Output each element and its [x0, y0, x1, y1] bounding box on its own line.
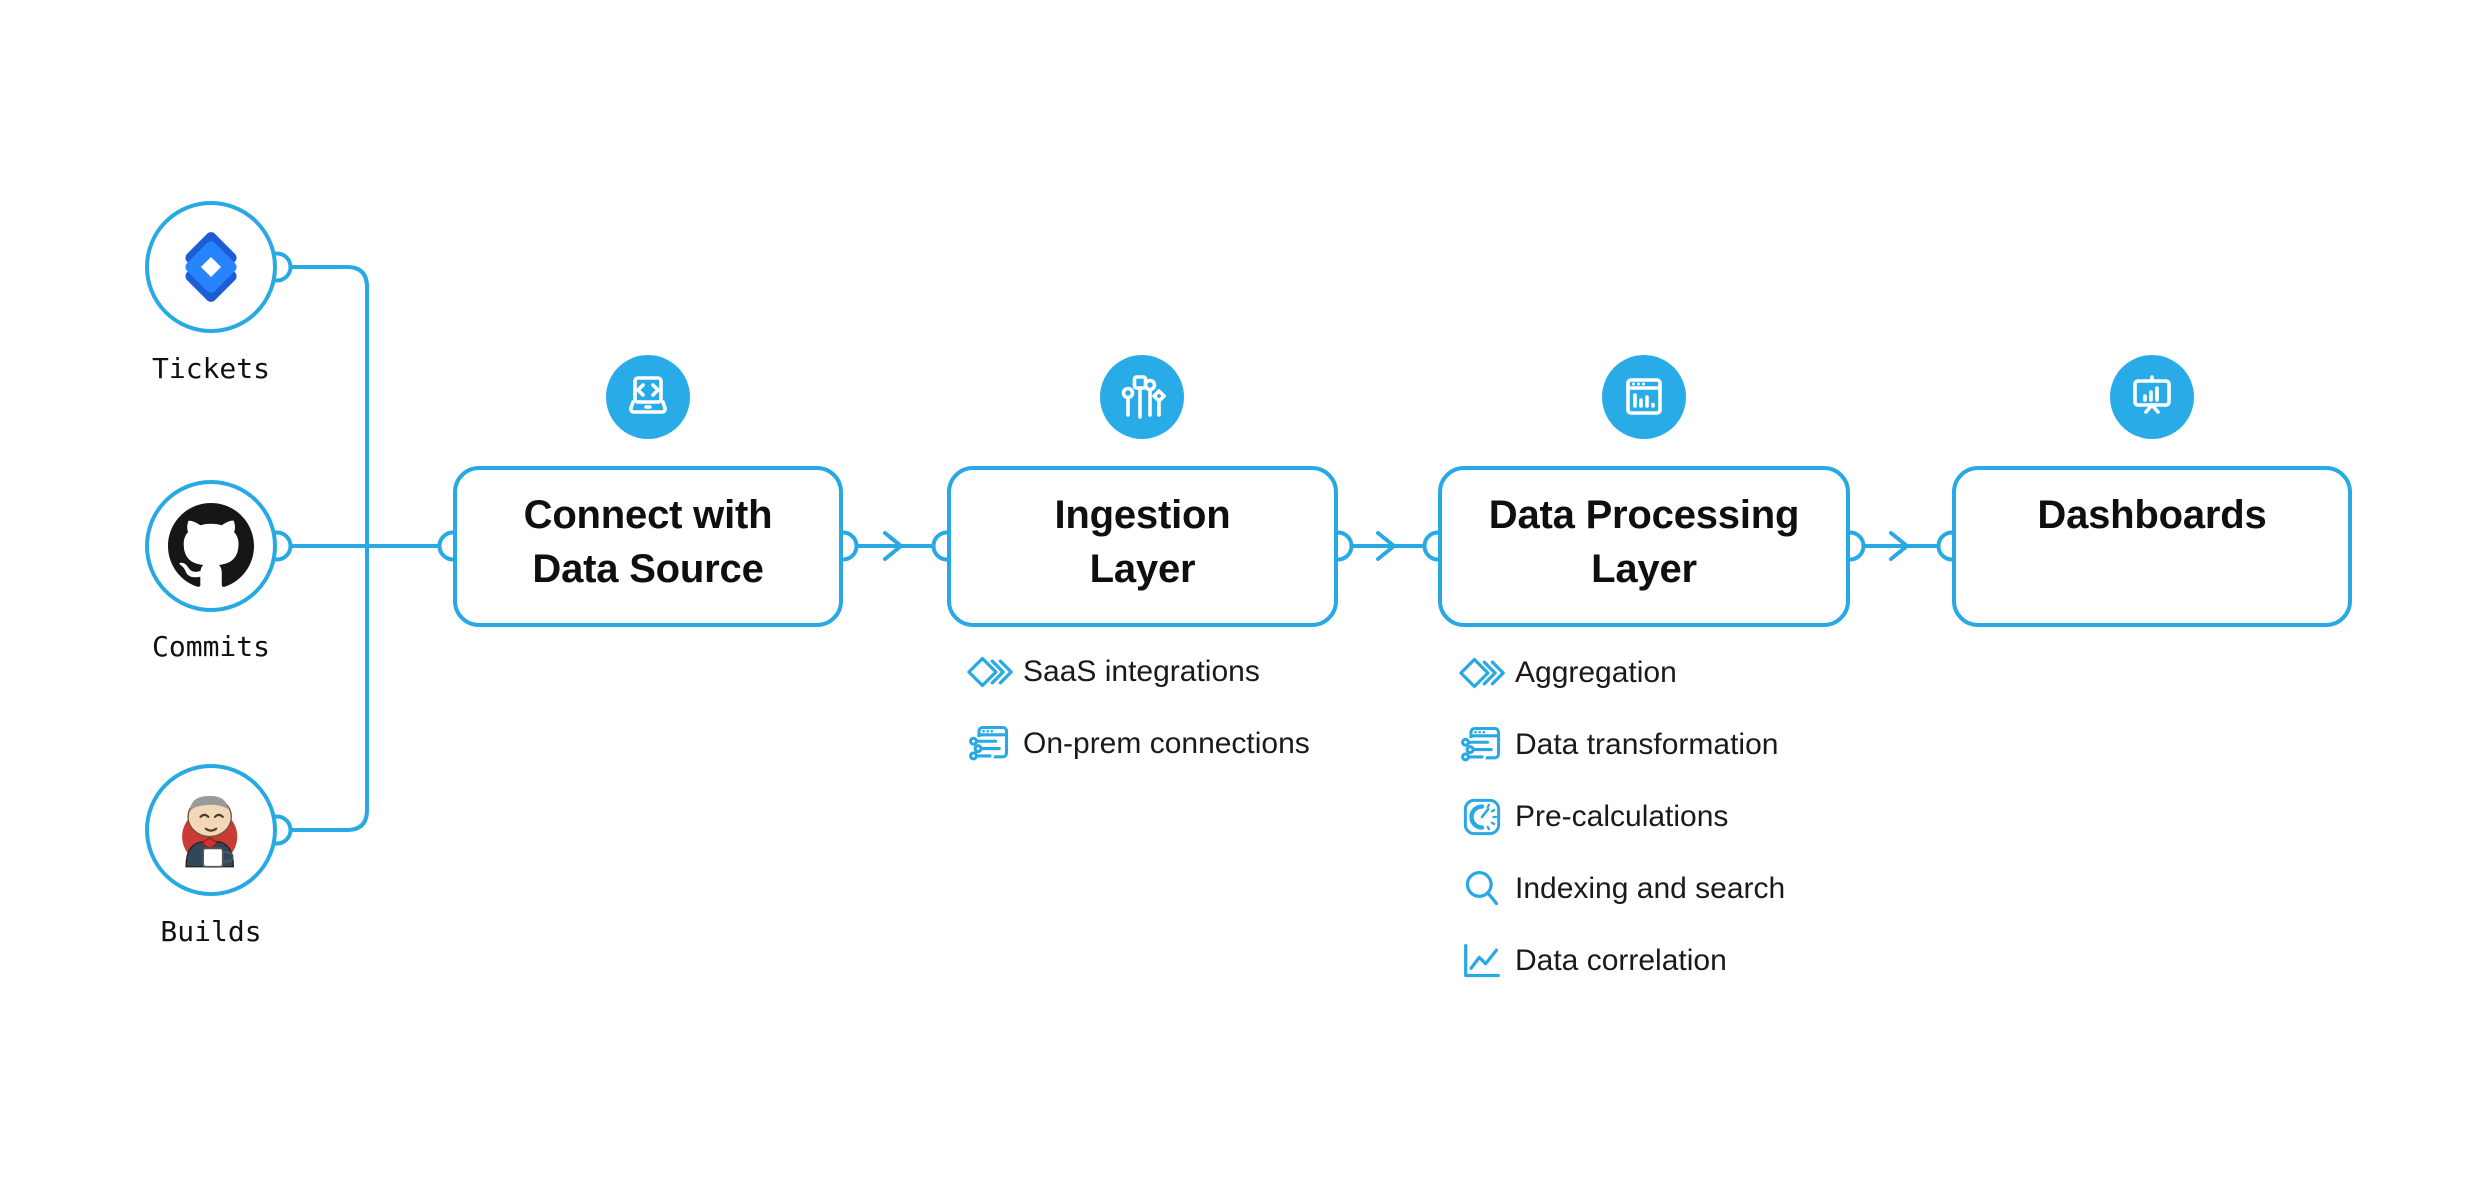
stage-box-ingestion: Ingestion Layer [947, 466, 1338, 627]
stage-title: Ingestion Layer [951, 488, 1334, 596]
presentation-chart-icon [2110, 355, 2194, 439]
stage-box-processing: Data Processing Layer [1438, 466, 1850, 627]
source-label-builds: Builds [160, 915, 262, 948]
feature-item: Data correlation [1458, 925, 1785, 997]
stage-box-connect: Connect with Data Source [453, 466, 843, 627]
source-label-tickets: Tickets [151, 352, 271, 385]
feature-label: Data transformation [1515, 728, 1779, 761]
stage-title-line: Layer [1089, 547, 1196, 591]
source-node-commits [145, 480, 277, 612]
ingestion-circuit-icon [1100, 355, 1184, 439]
feature-item: Pre-calculations [1458, 781, 1785, 853]
source-node-builds [145, 764, 277, 896]
window-connections-icon [966, 722, 1014, 766]
feature-label: SaaS integrations [1023, 655, 1260, 688]
stage-title-line: Ingestion [1054, 493, 1231, 537]
feature-item: Aggregation [1458, 637, 1785, 709]
stage-title: Data Processing Layer [1442, 488, 1846, 596]
window-sliders-icon [1458, 723, 1506, 767]
gauge-icon [1458, 796, 1506, 838]
source-label-commits: Commits [151, 630, 271, 663]
stacked-diamonds-icon [1458, 655, 1506, 691]
jira-logo [176, 232, 246, 302]
trunk-connector [289, 265, 369, 832]
feature-label: Aggregation [1515, 656, 1677, 689]
laptop-code-icon [606, 355, 690, 439]
arrowhead-3 [1889, 531, 1909, 561]
feature-item: Indexing and search [1458, 853, 1785, 925]
ingestion-feature-list: SaaS integrations On-prem connections [966, 636, 1310, 780]
stage-title-line: Data Processing [1488, 493, 1800, 537]
feature-item: On-prem connections [966, 708, 1310, 780]
line-chart-icon [1458, 942, 1506, 980]
processing-feature-list: Aggregation Data transformation [1458, 637, 1785, 997]
stage-title-line: Dashboards [2037, 493, 2267, 537]
feature-item: SaaS integrations [966, 636, 1310, 708]
jenkins-logo [169, 788, 253, 872]
feature-label: On-prem connections [1023, 727, 1310, 760]
feature-item: Data transformation [1458, 709, 1785, 781]
source-node-tickets [145, 201, 277, 333]
stage-title: Connect with Data Source [457, 488, 839, 596]
feature-label: Pre-calculations [1515, 800, 1729, 833]
stage-title: Dashboards [1956, 488, 2348, 542]
feature-label: Indexing and search [1515, 872, 1786, 905]
magnifier-icon [1458, 867, 1506, 911]
arrowhead-2 [1376, 531, 1396, 561]
stage-title-line: Connect with [523, 493, 773, 537]
stage-box-dashboards: Dashboards [1952, 466, 2352, 627]
window-chart-icon [1602, 355, 1686, 439]
stage-title-line: Layer [1591, 547, 1697, 591]
arrowhead-1 [883, 531, 903, 561]
github-logo [168, 503, 254, 589]
stacked-diamonds-icon [966, 654, 1014, 690]
stage-title-line: Data Source [532, 547, 764, 591]
feature-label: Data correlation [1515, 944, 1727, 977]
